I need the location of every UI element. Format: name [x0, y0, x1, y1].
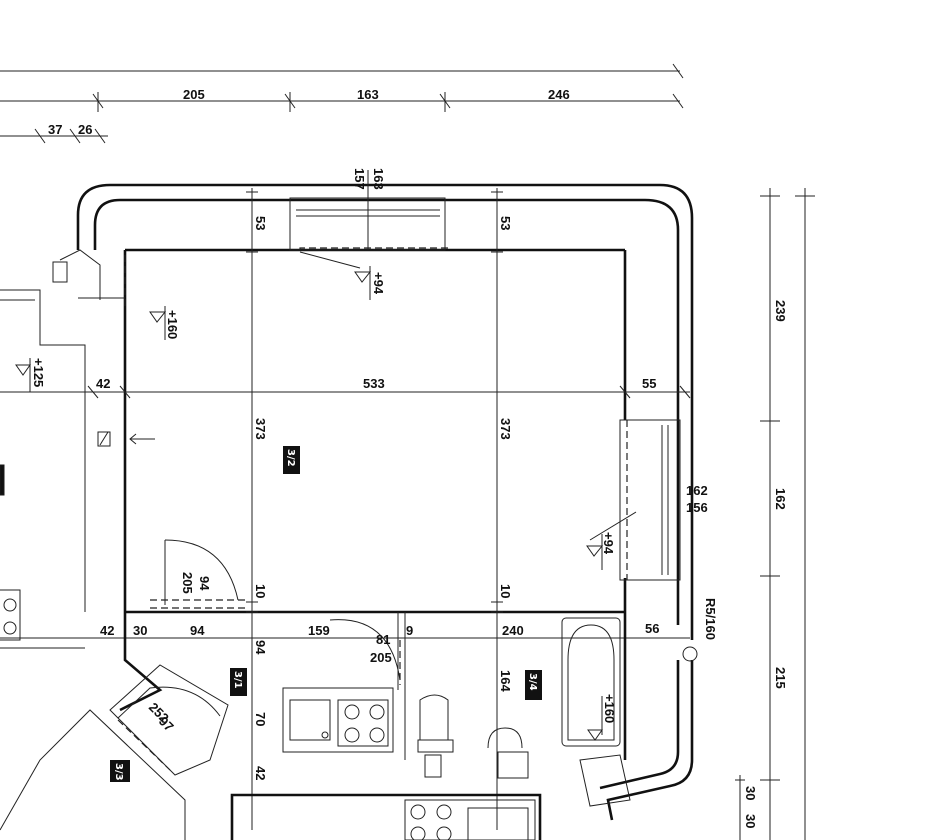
- dim-53-right: 53: [498, 216, 513, 230]
- room-tag-bath: 3/4: [525, 670, 542, 700]
- dim-42-hall: 42: [100, 623, 114, 638]
- dim-94-kitchen: 94: [253, 640, 268, 655]
- lower-continuation: [230, 646, 698, 840]
- dim-30-b: 30: [743, 814, 758, 828]
- svg-text:3/3: 3/3: [113, 763, 124, 781]
- window-top-157: 157: [352, 168, 367, 190]
- dim-246: 246: [548, 87, 570, 102]
- level-94-top: +94: [371, 272, 386, 295]
- level-125: +125: [31, 358, 46, 387]
- svg-text:3/4: 3/4: [527, 673, 538, 691]
- dim-162-right: 162: [773, 488, 788, 510]
- window-right-162: 162: [686, 483, 708, 498]
- main-room-door: [150, 539, 245, 609]
- dim-164: 164: [498, 670, 513, 692]
- svg-text:3/2: 3/2: [285, 449, 296, 467]
- window-top-163: 163: [371, 168, 386, 190]
- diagonal-door: [0, 664, 229, 840]
- level-94-right: +94: [601, 532, 616, 555]
- dim-55: 55: [642, 376, 656, 391]
- dim-215: 215: [773, 667, 788, 689]
- door-94-main: 94: [197, 576, 212, 591]
- dim-205: 205: [183, 87, 205, 102]
- window-right-156: 156: [686, 500, 708, 515]
- dim-240: 240: [502, 623, 524, 638]
- dim-94-hall: 94: [190, 623, 205, 638]
- door-205-bath: 205: [370, 650, 392, 665]
- dim-239: 239: [773, 300, 788, 322]
- dim-10-right: 10: [498, 584, 513, 598]
- dim-373-left: 373: [253, 418, 268, 440]
- top-dimension-lines: [0, 63, 684, 144]
- door-81: 81: [376, 632, 390, 647]
- room-tag-main: 3/2: [283, 446, 300, 474]
- level-markers: [15, 266, 604, 741]
- room-dim-lines: [0, 188, 691, 830]
- dim-42-left: 42: [96, 376, 110, 391]
- top-window: [289, 170, 450, 269]
- room-tag-hall: 3/3: [110, 760, 130, 782]
- outer-walls: [76, 183, 694, 821]
- dim-56: 56: [645, 621, 659, 636]
- dim-37: 37: [48, 122, 62, 137]
- svg-text:3/1: 3/1: [232, 671, 243, 689]
- right-dimension-lines: [735, 188, 815, 840]
- dim-30-hall: 30: [133, 623, 147, 638]
- door-9: 9: [406, 623, 413, 638]
- dim-159: 159: [308, 623, 330, 638]
- bracket-label: R5/160: [703, 598, 718, 640]
- level-160-bath: +160: [602, 694, 617, 723]
- room-tag-kitchen: 3/1: [230, 668, 247, 696]
- dim-10-left: 10: [253, 584, 268, 598]
- level-160-left: +160: [165, 310, 180, 339]
- dim-26: 26: [78, 122, 92, 137]
- door-205-main: 205: [180, 572, 195, 594]
- left-entry: [0, 249, 155, 649]
- right-window: [589, 419, 681, 581]
- lower-rooms: [119, 612, 627, 779]
- dim-163: 163: [357, 87, 379, 102]
- dim-533: 533: [363, 376, 385, 391]
- main-room: [123, 248, 627, 614]
- dim-70: 70: [253, 712, 268, 726]
- dim-30-a: 30: [743, 786, 758, 800]
- dim-42-kitchen: 42: [253, 766, 268, 780]
- dim-53-left: 53: [253, 216, 268, 230]
- dim-373-right: 373: [498, 418, 513, 440]
